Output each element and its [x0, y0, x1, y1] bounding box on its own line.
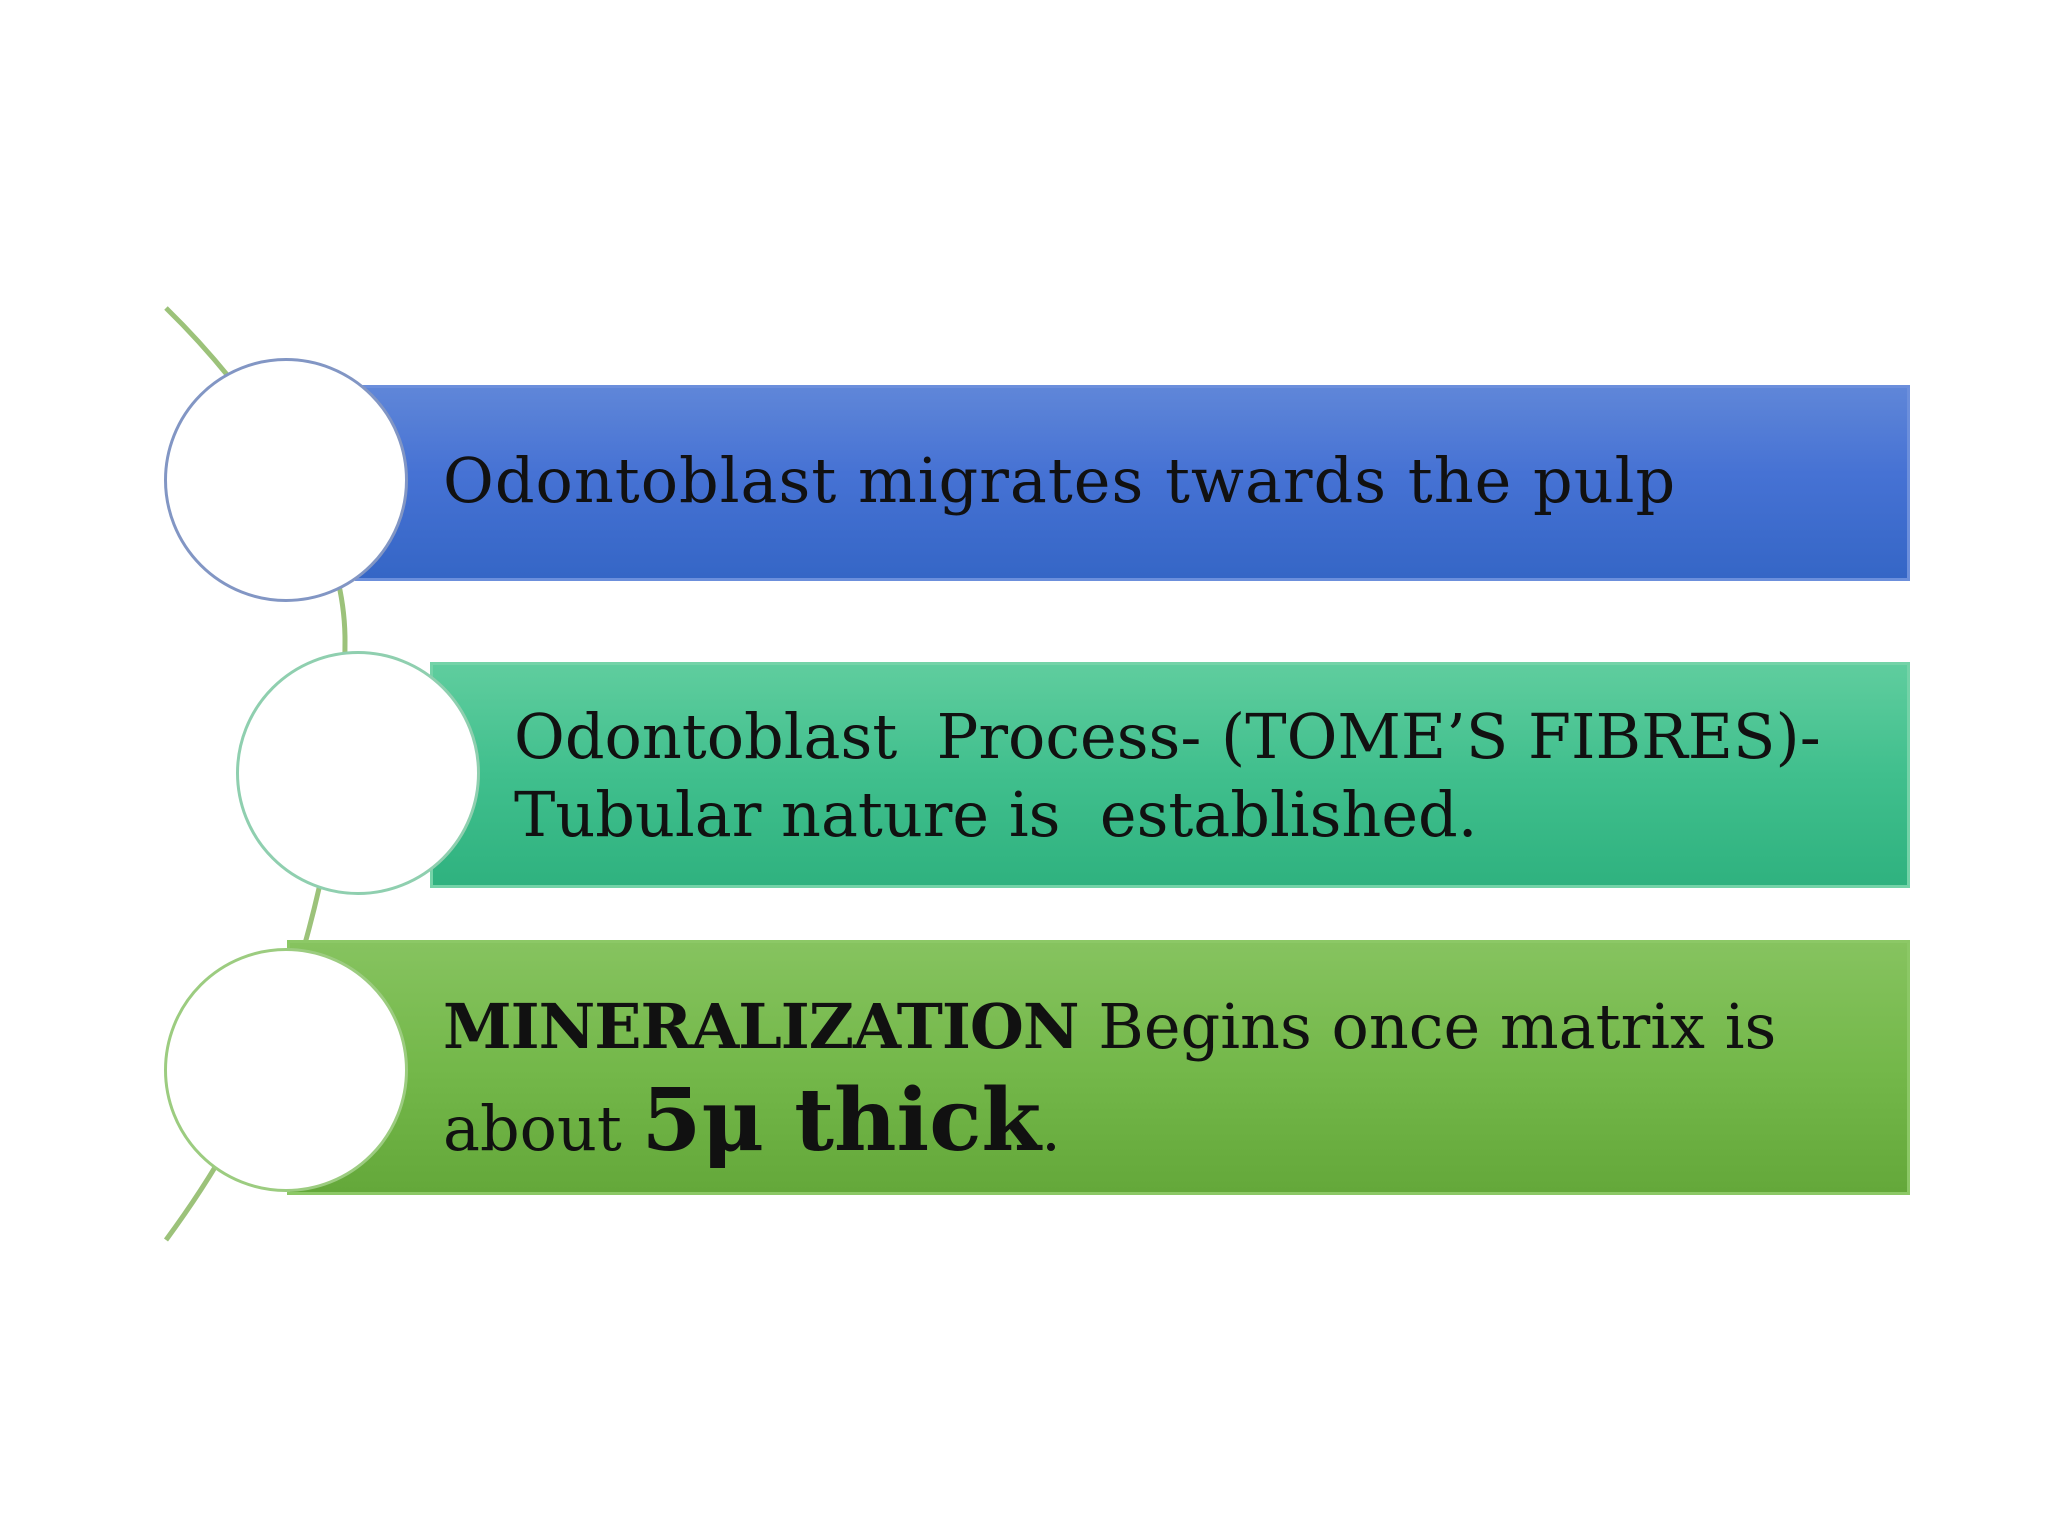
step-text-3: MINERALIZATION Begins once matrix is abo…: [443, 980, 1776, 1176]
step-text-1: Odontoblast migrates twards the pulp: [443, 442, 1676, 520]
step-3-line-2: about 5μ thick.: [443, 1074, 1776, 1176]
step-3-line-1-rest: Begins once matrix is: [1078, 990, 1777, 1063]
step-circle-2: [236, 651, 480, 895]
step-circle-3: [164, 948, 408, 1192]
step-2-line-2: Tubular nature is established.: [514, 778, 1478, 851]
step-bar-3: [287, 940, 1910, 1195]
measure-5-micron-thick: 5μ thick: [641, 1070, 1042, 1171]
step-3-line-1: MINERALIZATION Begins once matrix is: [443, 980, 1776, 1074]
step-3-about: about: [443, 1092, 642, 1165]
step-circle-1: [164, 358, 408, 602]
step-3-period: .: [1041, 1092, 1061, 1165]
step-1-text: Odontoblast migrates twards the pulp: [443, 444, 1677, 517]
step-text-2: Odontoblast Process- (TOME’S FIBRES)- Tu…: [514, 698, 1821, 854]
mineralization-label: MINERALIZATION: [443, 990, 1080, 1063]
step-2-line-1: Odontoblast Process- (TOME’S FIBRES)-: [514, 700, 1821, 773]
step-bar-2: [430, 662, 1910, 888]
